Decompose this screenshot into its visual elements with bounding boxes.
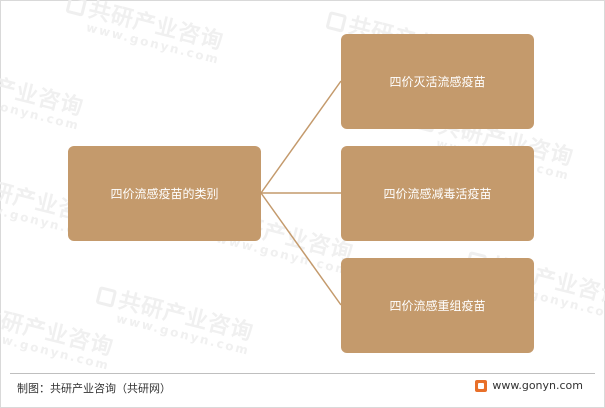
connector-line-1: [260, 80, 342, 194]
gonyn-logo-icon: [475, 379, 488, 392]
root-node-label: 四价流感疫苗的类别: [110, 187, 219, 201]
connector-line-3: [260, 192, 342, 306]
child-node-label: 四价灭活流感疫苗: [389, 75, 486, 89]
child-node-label: 四价流感重组疫苗: [389, 299, 486, 313]
child-node-live-attenuated: 四价流感减毒活疫苗: [341, 146, 534, 241]
child-node-recombinant: 四价流感重组疫苗: [341, 258, 534, 353]
website-url: www.gonyn.com: [492, 379, 583, 392]
footer-website: www.gonyn.com: [475, 379, 583, 392]
root-node: 四价流感疫苗的类别: [68, 146, 261, 241]
footer-divider: [10, 373, 595, 374]
child-node-inactivated: 四价灭活流感疫苗: [341, 34, 534, 129]
source-note: 制图：共研产业咨询（共研网）: [17, 382, 171, 395]
child-node-label: 四价流感减毒活疫苗: [383, 187, 492, 201]
